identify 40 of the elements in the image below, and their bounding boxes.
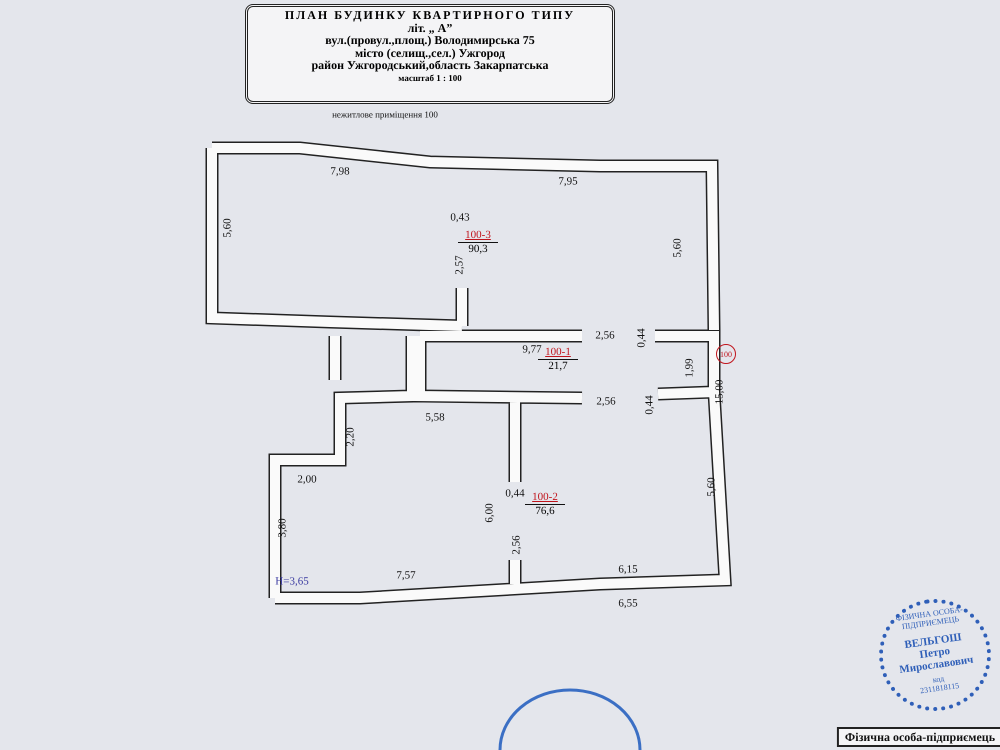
dimension-label: 2,00 [297,474,317,486]
signature-caption: Фізична особа-підприємець [836,727,1000,747]
title-line: вул.(провул.,площ.) Володимирська 75 [324,34,536,47]
room-area: 76,6 [525,504,565,518]
dimension-label: 5,60 [672,238,684,258]
dimension-label: 2,57 [454,255,466,275]
room-area: 90,3 [458,242,498,256]
dimension-label: 2,20 [346,427,356,447]
dimension-label: 3,80 [278,518,288,538]
dimension-label: 0,44 [644,395,656,415]
dimension-label: 7,95 [558,176,578,188]
title-line: район Ужгородський,область Закарпатська [310,59,550,72]
dimension-label: 6,00 [484,503,496,523]
dimension-label: 15,00 [714,380,726,404]
title-line: літ. „ А” [406,22,454,34]
dimension-label: 5,58 [425,412,445,424]
dimension-label: 7,57 [396,570,416,582]
dimension-label: 2,56 [595,330,615,342]
title-line: масштаб 1 : 100 [397,74,463,84]
dimension-label: 0,43 [450,212,470,224]
dimension-label: 5,60 [706,477,718,497]
dimension-label: 0,44 [636,328,648,348]
room-number-circle: 100 [716,344,736,364]
room-area: 21,7 [538,359,578,374]
title-block [245,4,615,104]
dimension-label: 0,44 [505,488,525,500]
title-line: місто (селищ.,сел.) Ужгород [355,46,505,60]
dimension-label: 2,56 [512,535,522,555]
dimension-label: 6,55 [618,598,638,610]
dimension-label: 5,60 [222,218,234,238]
plan-title: ПЛАН БУДИНКУ КВАРТИРНОГО ТИПУ [284,9,576,22]
room [458,229,498,256]
room [525,491,565,518]
dimension-label: 6,15 [618,564,638,576]
dimension-label: 1,99 [684,358,696,378]
dimension-label: 9,77 [522,344,542,356]
dimension-label: 7,98 [330,166,350,178]
room-number: 100-2 [531,491,559,504]
dimension-label: 2,56 [596,396,616,408]
room-number: 100-3 [464,229,492,242]
